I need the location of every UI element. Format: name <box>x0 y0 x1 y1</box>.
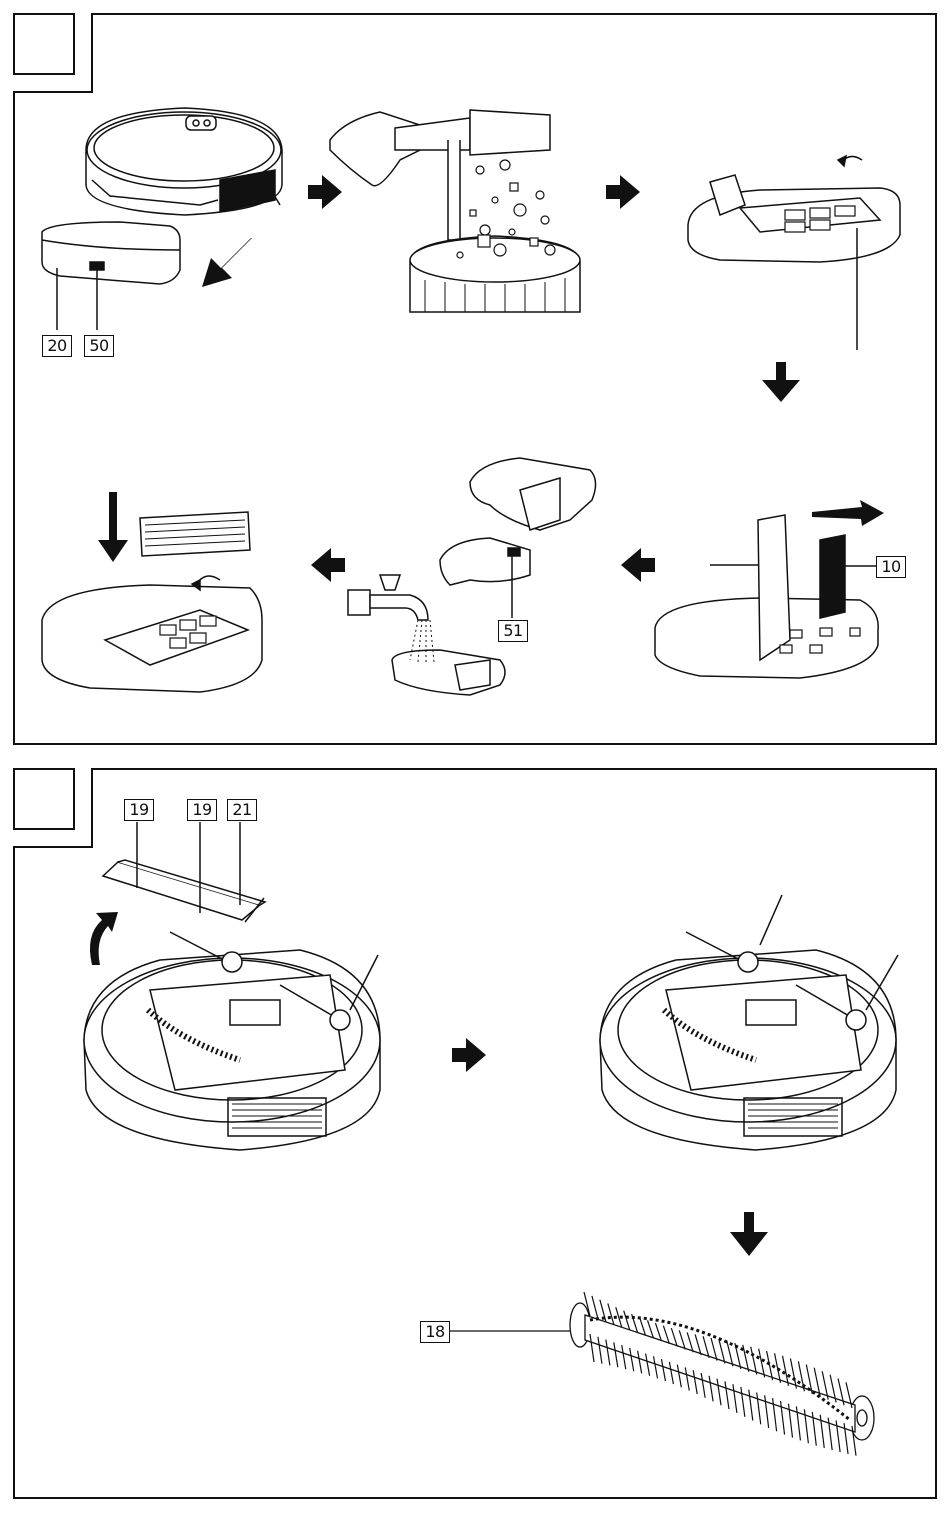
arrow-left-icon <box>311 548 345 582</box>
callout-20: 20 <box>42 335 72 357</box>
brush-cover <box>103 822 265 922</box>
filter-removal <box>655 515 878 678</box>
bristle <box>640 1317 646 1335</box>
robot-top-view <box>86 108 282 215</box>
roller-brush <box>448 1303 874 1440</box>
curved-arrow-icon <box>90 912 118 965</box>
arrow-down-icon <box>730 1212 768 1256</box>
arrow-down-icon <box>98 492 128 562</box>
robot-underside-left <box>84 932 380 1150</box>
callout-51: 51 <box>498 620 528 642</box>
open-dustbin-filter <box>688 156 900 350</box>
callout-21: 21 <box>227 799 257 821</box>
robot-underside-right <box>600 895 898 1150</box>
callout-19-right: 19 <box>187 799 217 821</box>
arrow-down-icon <box>762 362 800 402</box>
reinsert-filter <box>42 512 262 692</box>
bristle <box>608 1303 614 1324</box>
rinse-illustration <box>348 458 596 695</box>
callout-50: 50 <box>84 335 114 357</box>
arrow-left-icon <box>621 548 655 582</box>
callout-19-left: 19 <box>124 799 154 821</box>
callout-10: 10 <box>876 556 906 578</box>
arrow-right-icon <box>812 500 884 526</box>
dustbin <box>42 222 180 330</box>
callout-18: 18 <box>420 1321 450 1343</box>
bristle <box>592 1296 598 1319</box>
arrow-down-left-icon <box>202 238 252 287</box>
emptying-illustration <box>330 110 580 312</box>
arrow-right-icon <box>452 1038 486 1072</box>
arrow-right-icon <box>606 175 640 209</box>
arrow-right-icon <box>308 175 342 209</box>
bristle <box>624 1311 630 1330</box>
